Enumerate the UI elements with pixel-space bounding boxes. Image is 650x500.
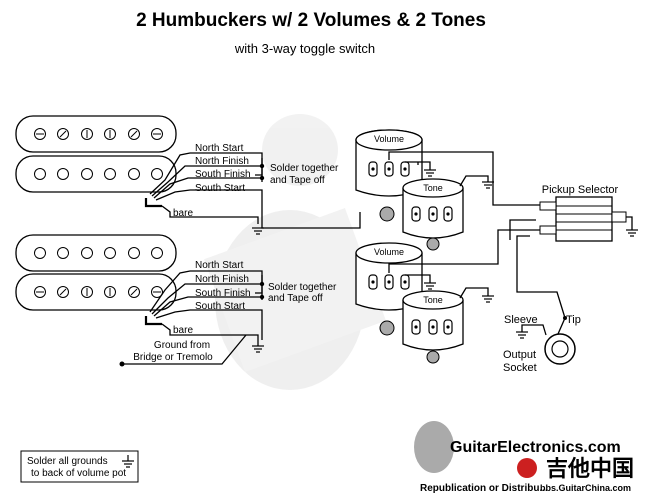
neck-pole-slugs bbox=[34, 168, 163, 180]
bridge-humbucker bbox=[15, 234, 177, 311]
watermark-repub: Republication or Distribu... bbox=[420, 483, 548, 494]
neck-tone-pot-top bbox=[402, 178, 464, 198]
bridge-wire-north-start: North Start bbox=[195, 260, 244, 271]
watermark-brand: GuitarElectronics.com bbox=[450, 439, 621, 456]
neck-wire-south-start: South Start bbox=[195, 183, 245, 194]
neck-pole-screws bbox=[34, 128, 163, 140]
bridge-pole-slugs bbox=[34, 247, 163, 259]
neck-solder-note-line2: and Tape off bbox=[270, 175, 325, 186]
bridge-tone-shaft bbox=[426, 350, 440, 364]
bridge-volume-label: Volume bbox=[374, 247, 404, 257]
bridge-pickup-wires bbox=[119, 270, 265, 367]
neck-wire-north-finish: North Finish bbox=[195, 156, 249, 167]
diagram-title: 2 Humbuckers w/ 2 Volumes & 2 Tones bbox=[136, 10, 486, 31]
neck-tone-shaft bbox=[426, 237, 440, 251]
watermark-head bbox=[262, 114, 338, 186]
neck-wire-north-start: North Start bbox=[195, 143, 244, 154]
bridge-volume-shaft bbox=[379, 320, 395, 336]
bridge-tone-label: Tone bbox=[423, 295, 443, 305]
diagram-subtitle: with 3-way toggle switch bbox=[234, 41, 375, 56]
ground-note-line2: Bridge or Tremolo bbox=[133, 352, 213, 363]
bridge-tone-pot bbox=[402, 290, 464, 364]
jack-output-label-line1: Output bbox=[503, 349, 536, 361]
neck-tone-label: Tone bbox=[423, 183, 443, 193]
watermark-guitar bbox=[204, 207, 386, 373]
bridge-pickup-coil-top bbox=[15, 234, 177, 272]
neck-wire-south-finish: South Finish bbox=[195, 169, 251, 180]
bridge-wire-north-finish: North Finish bbox=[195, 274, 249, 285]
watermark-silhouette bbox=[215, 210, 365, 390]
pot-wiring bbox=[388, 151, 566, 319]
neck-volume-pot bbox=[355, 129, 423, 222]
jack-sleeve-label: Sleeve bbox=[504, 314, 538, 326]
neck-wire-bare: bare bbox=[173, 208, 193, 219]
brand-watermark: GuitarElectronics.com Republication or D… bbox=[414, 421, 634, 494]
bridge-volume-pot-top bbox=[355, 242, 423, 264]
watermark bbox=[204, 114, 386, 390]
bridge-tone-pot-top bbox=[402, 290, 464, 310]
neck-humbucker bbox=[15, 115, 177, 193]
neck-volume-label: Volume bbox=[374, 134, 404, 144]
ground-note-line1: Ground from bbox=[154, 340, 210, 351]
selector-label: Pickup Selector bbox=[542, 184, 619, 196]
bridge-wire-bare: bare bbox=[173, 325, 193, 336]
jack-tip-label: Tip bbox=[566, 314, 581, 326]
bridge-solder-note-line1: Solder together bbox=[268, 282, 337, 293]
grounds-note-box bbox=[20, 450, 139, 483]
neck-tone-pot bbox=[402, 178, 464, 251]
grounds-note-line1: Solder all grounds bbox=[27, 456, 108, 467]
grounds-note-line2: to back of volume pot bbox=[31, 468, 126, 479]
neck-pickup-coil-top bbox=[15, 115, 177, 153]
bridge-wire-south-start: South Start bbox=[195, 301, 245, 312]
bridge-solder-note-line2: and Tape off bbox=[268, 293, 323, 304]
watermark-cn: 吉他中国 bbox=[546, 456, 634, 481]
bridge-wire-south-finish: South Finish bbox=[195, 288, 251, 299]
watermark-url: bbs.GuitarChina.com bbox=[540, 483, 631, 493]
jack-output-label-line2: Socket bbox=[503, 362, 537, 374]
neck-volume-shaft bbox=[379, 206, 395, 222]
output-jack bbox=[515, 316, 576, 365]
bridge-pole-screws bbox=[34, 286, 163, 298]
neck-pickup-wires bbox=[144, 152, 361, 235]
pickup-selector-switch bbox=[539, 196, 639, 242]
neck-solder-note-line1: Solder together bbox=[270, 163, 339, 174]
selector-body bbox=[555, 196, 613, 242]
